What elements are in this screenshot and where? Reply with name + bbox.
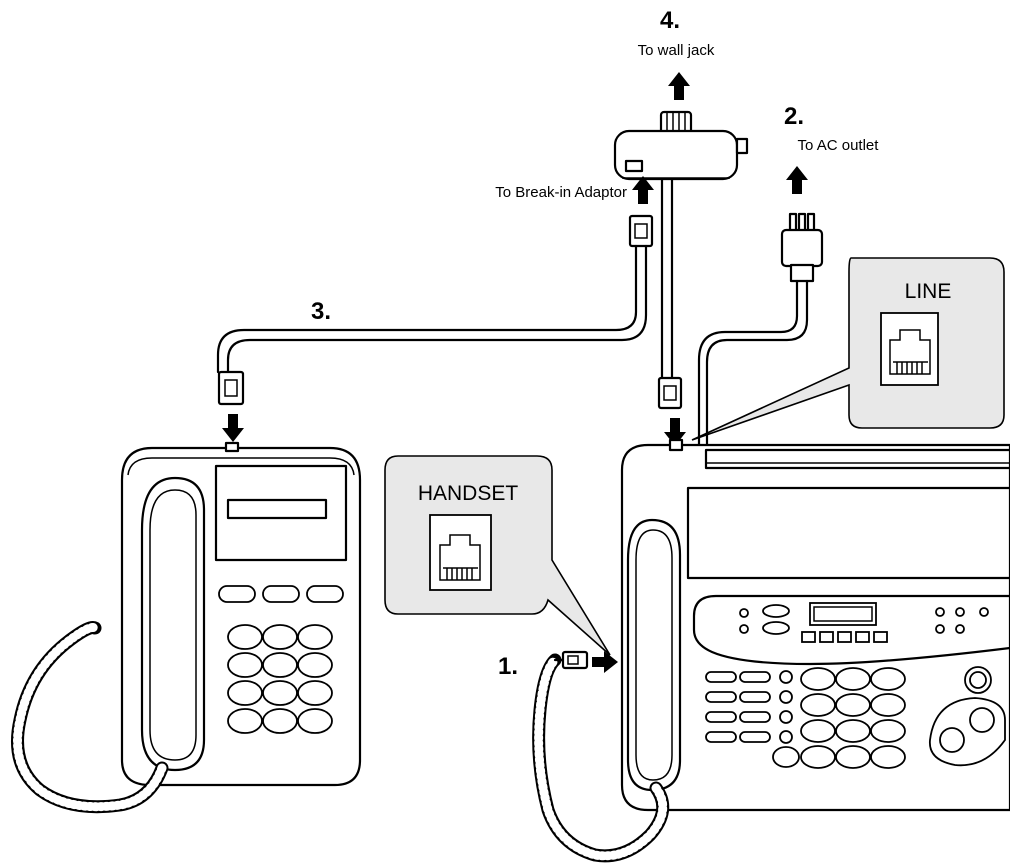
break-in-adaptor [613, 110, 749, 181]
step-2-label: 2. [784, 103, 804, 130]
modular-plug-icon [628, 214, 654, 248]
fax-handset [626, 518, 682, 792]
handset-jack-callout [384, 455, 611, 656]
dial-keypad [227, 624, 333, 734]
step-4-label: 4. [660, 7, 680, 34]
line-jack-label: LINE [905, 280, 952, 303]
handset [140, 476, 206, 772]
arrow-up-icon [786, 166, 808, 194]
coiled-fax-handset-cord [532, 653, 670, 863]
step-3-label: 3. [311, 298, 331, 325]
power-cord-2 [697, 279, 799, 447]
phone-cord-cable [226, 244, 648, 374]
ac-power-plug [780, 212, 824, 283]
power-cord [705, 279, 809, 447]
extension-telephone [11, 441, 362, 814]
arrow-up-icon [632, 176, 654, 204]
function-buttons [218, 585, 344, 603]
phone-cord-cable-2 [216, 244, 638, 374]
to-ac-outlet-label: To AC outlet [798, 137, 880, 154]
line-jack-callout [691, 257, 1005, 441]
one-touch-buttons [705, 670, 793, 744]
line-jack-icon [880, 312, 939, 386]
step-1-label: 1. [498, 653, 518, 680]
handset-jack-icon [429, 514, 492, 591]
modular-plug-icon [217, 370, 245, 406]
modular-plug-icon [657, 376, 683, 410]
to-wall-jack-label: To wall jack [638, 42, 715, 59]
coiled-handset-cord [11, 621, 169, 814]
handset-plug [553, 650, 589, 670]
start-stop-buttons [929, 666, 1006, 767]
arrow-right-icon [592, 651, 618, 673]
arrow-up-icon [668, 72, 690, 100]
arrow-down-icon [222, 414, 244, 442]
control-panel [692, 594, 1010, 666]
fax-dial-keypad [772, 667, 906, 769]
handset-jack-label: HANDSET [418, 482, 519, 505]
to-break-in-adaptor-label: To Break-in Adaptor [495, 184, 627, 201]
fax-machine [532, 438, 1010, 863]
